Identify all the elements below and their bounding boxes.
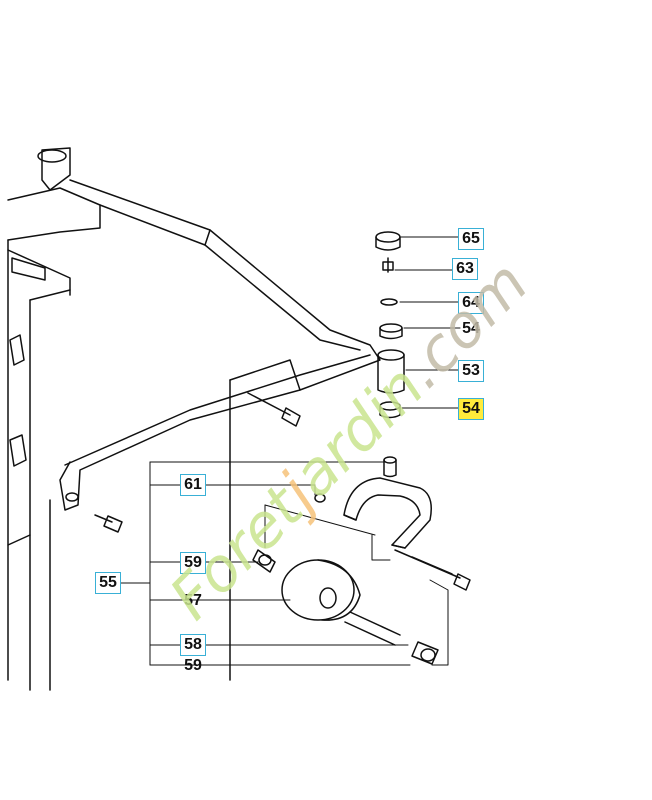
callout-59-upper: 59 [180, 552, 206, 574]
caster-fork [343, 477, 432, 549]
mower-frame [7, 147, 101, 691]
callout-55: 55 [95, 572, 121, 594]
caster-wheel [281, 559, 361, 621]
callout-59-lower: 59 [184, 657, 202, 674]
callout-64: 64 [458, 292, 484, 314]
guide-lines [119, 236, 461, 666]
callout-65: 65 [458, 228, 484, 250]
axle-bolt [394, 549, 471, 591]
front-axle-arm [59, 179, 381, 681]
callout-58: 58 [180, 634, 206, 656]
callout-57: 57 [184, 592, 202, 609]
bushings [252, 493, 439, 665]
arm-bolt [94, 392, 301, 533]
callout-61: 61 [180, 474, 206, 496]
callout-63: 63 [452, 258, 478, 280]
callout-53: 53 [458, 360, 484, 382]
callout-54-top: 54 [462, 320, 480, 337]
spindle-stack [375, 231, 405, 478]
callout-54-highlighted: 54 [458, 398, 484, 420]
